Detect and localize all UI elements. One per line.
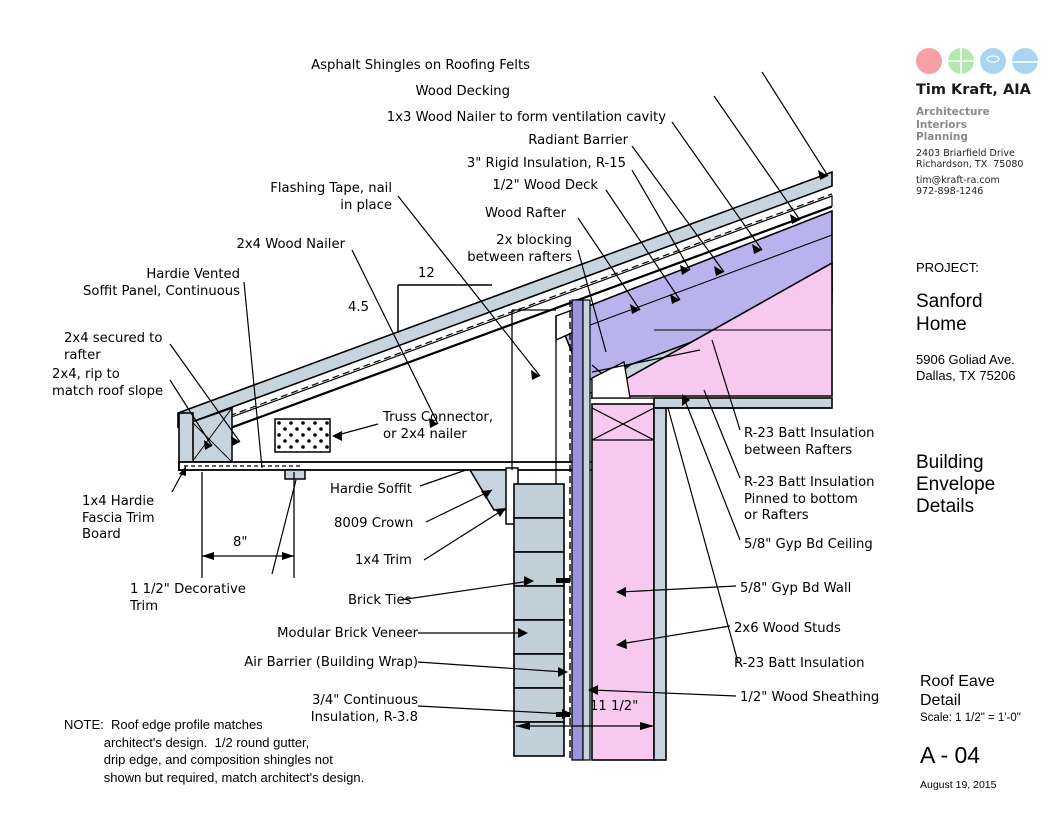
modular-brick-veneer xyxy=(513,483,565,757)
logo-detail-icon xyxy=(948,48,1038,74)
sheet-date: August 19, 2015 xyxy=(920,779,997,791)
logo-dot-blue1-icon xyxy=(980,48,1006,74)
project-label: PROJECT: xyxy=(916,260,979,275)
label-truss-connector: Truss Connector, or 2x4 nailer xyxy=(383,410,494,442)
firm-disciplines: Architecture Interiors Planning xyxy=(916,106,990,143)
roof-pitch-indicator xyxy=(397,284,492,333)
label-flashing-tape: Flashing Tape, nail in place xyxy=(270,181,392,213)
label-2x6-wood-studs: 2x6 Wood Studs xyxy=(734,621,841,636)
label-batt-between-rafters: R-23 Batt Insulation between Rafters xyxy=(744,426,875,458)
sheet-number: A - 04 xyxy=(920,742,981,768)
firm-logo xyxy=(916,48,1056,74)
wood-sheathing xyxy=(582,299,591,761)
project-name: Sanford Home xyxy=(916,291,983,335)
label-batt-insulation: R-23 Batt Insulation xyxy=(734,656,865,671)
label-brick-ties: Brick Ties xyxy=(348,593,412,608)
label-batt-pinned: R-23 Batt Insulation Pinned to bottom or… xyxy=(744,475,875,523)
rafter-inner-line xyxy=(565,234,833,335)
continuous-rigid-insulation xyxy=(571,299,584,761)
radiant-barrier-line xyxy=(187,193,833,432)
label-hardie-soffit: Hardie Soffit xyxy=(330,482,412,497)
sheet-title: Building Envelope Details xyxy=(916,452,996,517)
ceiling-assembly xyxy=(591,261,833,441)
label-rigid-insulation: 3" Rigid Insulation, R-15 xyxy=(466,156,626,171)
label-1x3-wood-nailer: 1x3 Wood Nailer to form ventilation cavi… xyxy=(386,110,666,125)
leader-arrowheads xyxy=(204,170,828,450)
label-decorative-trim: 1 1/2" Decorative Trim xyxy=(130,582,246,614)
dimension-pitch-run: 12 xyxy=(418,266,435,281)
truss-connector-block xyxy=(274,418,331,453)
wood-deck-line xyxy=(187,206,833,445)
logo-dot-blue2-icon xyxy=(1012,48,1038,74)
decorative-trim xyxy=(284,469,306,480)
label-2x4-wood-nailer: 2x4 Wood Nailer xyxy=(236,237,345,252)
gyp-board-ceiling xyxy=(653,397,833,409)
logo-dot-red-icon xyxy=(916,48,942,74)
label-2x4-rip: 2x4, rip to match roof slope xyxy=(52,367,164,399)
dimension-cavity-11-5in xyxy=(516,722,654,730)
brick-tie-upper xyxy=(556,578,570,583)
label-wood-rafter: Wood Rafter xyxy=(484,206,566,221)
batt-insulation-wall xyxy=(591,403,655,761)
label-half-inch-wood-deck: 1/2" Wood Deck xyxy=(492,178,598,193)
label-gyp-board-ceiling: 5/8" Gyp Bd Ceiling xyxy=(744,537,873,552)
label-hardie-vented-soffit: Hardie Vented Soffit Panel, Continuous xyxy=(83,267,240,299)
label-gyp-board-wall: 5/8" Gyp Bd Wall xyxy=(740,581,852,596)
firm-name: Tim Kraft, AIA xyxy=(916,82,1031,98)
label-wood-sheathing: 1/2" Wood Sheathing xyxy=(740,690,880,705)
general-note: NOTE: Roof edge profile matches architec… xyxy=(64,717,365,785)
detail-title: Roof Eave Detail xyxy=(920,673,995,709)
roof-shingle-band xyxy=(177,170,833,429)
dimension-soffit-8in xyxy=(201,472,295,578)
firm-address: 2403 Briarfield Drive Richardson, TX 750… xyxy=(916,148,1024,170)
label-continuous-insulation: 3/4" Continuous Insulation, R-3.8 xyxy=(310,693,418,725)
dimension-cavity-depth: 11 1/2" xyxy=(590,699,639,714)
title-block: Tim Kraft, AIA Architecture Interiors Pl… xyxy=(908,0,1056,816)
label-modular-brick-veneer: Modular Brick Veneer xyxy=(277,626,418,641)
wall-assembly xyxy=(513,299,667,761)
gyp-board-wall xyxy=(653,403,667,761)
interior-lines xyxy=(511,309,557,484)
dimension-soffit-width: 8" xyxy=(233,535,248,550)
label-wood-decking: Wood Decking xyxy=(415,84,510,99)
leader-lines xyxy=(169,71,829,719)
detail-scale: Scale: 1 1/2" = 1'-0" xyxy=(920,712,1021,724)
firm-contact: tim@kraft-ra.com 972-898-1246 xyxy=(916,175,1000,197)
project-address: 5906 Goliad Ave. Dallas, TX 75206 xyxy=(916,352,1016,383)
label-radiant-barrier: Radiant Barrier xyxy=(528,133,628,148)
label-2x4-secured-rafter: 2x4 secured to rafter xyxy=(64,331,163,363)
dimension-pitch-rise: 4.5 xyxy=(348,300,369,315)
roof-eave-detail-drawing xyxy=(169,71,833,761)
label-8009-crown: 8009 Crown xyxy=(334,516,414,531)
label-fascia-trim-board: 1x4 Hardie Fascia Trim Board xyxy=(82,494,155,542)
label-asphalt-shingles: Asphalt Shingles on Roofing Felts xyxy=(311,58,530,73)
label-air-barrier: Air Barrier (Building Wrap) xyxy=(244,655,418,670)
label-1x4-trim: 1x4 Trim xyxy=(355,553,412,568)
label-2x-blocking: 2x blocking between rafters xyxy=(467,233,572,265)
